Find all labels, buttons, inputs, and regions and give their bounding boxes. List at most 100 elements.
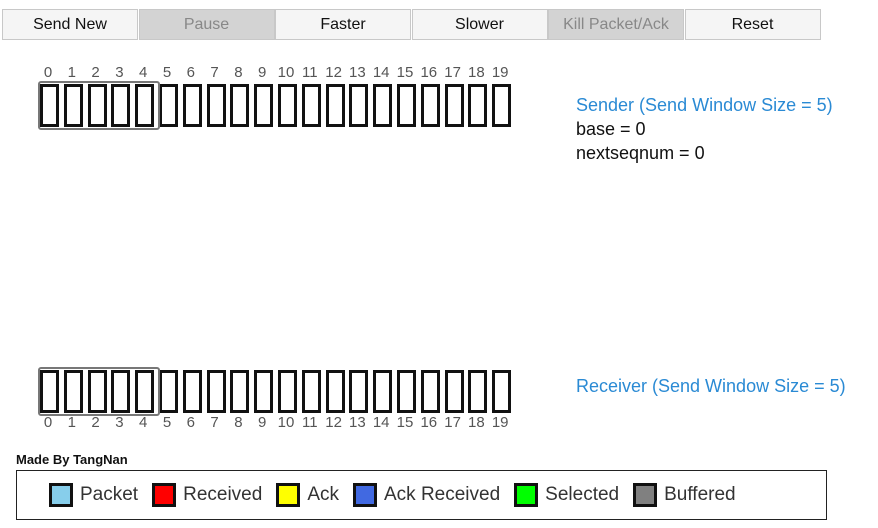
sender-slot[interactable] [159, 84, 178, 127]
receiver-slot[interactable] [278, 370, 297, 413]
sender-slot-number: 18 [468, 64, 485, 81]
sender-slot[interactable] [444, 84, 464, 127]
sender-slot-number: 0 [43, 64, 53, 81]
legend-swatch [152, 483, 177, 507]
receiver-slot[interactable] [159, 370, 178, 413]
legend-label: Ack Received [384, 484, 501, 505]
receiver-window[interactable] [38, 367, 160, 416]
sender-slot[interactable] [325, 84, 345, 127]
receiver-slot-number: 2 [91, 414, 100, 431]
sender-slot-number: 11 [302, 64, 318, 81]
receiver-slot-number: 5 [162, 414, 172, 431]
sender-slot[interactable] [492, 84, 512, 127]
legend-item-packet: Packet [49, 483, 138, 507]
receiver-slot[interactable] [230, 370, 250, 413]
pause-button[interactable]: Pause [138, 9, 275, 40]
sender-nextseqnum: nextseqnum = 0 [576, 143, 705, 163]
sender-slot-number: 17 [444, 64, 461, 81]
legend-swatch [514, 483, 539, 507]
receiver-info: Receiver (Send Window Size = 5) [576, 374, 846, 398]
sender-slot[interactable] [182, 84, 202, 127]
sender-slot[interactable] [373, 84, 393, 127]
sender-slot-number: 7 [210, 64, 219, 81]
sender-slot-number: 1 [67, 64, 76, 81]
legend-swatch [49, 483, 73, 507]
legend-label: Selected [545, 484, 620, 505]
sender-slot[interactable] [40, 84, 59, 127]
sender-slot-number: 4 [139, 64, 148, 81]
receiver-slot[interactable] [254, 370, 274, 413]
receiver-slot[interactable] [325, 370, 345, 413]
sender-slot[interactable] [87, 84, 107, 127]
receiver-slot[interactable] [111, 370, 131, 413]
sender-slot-number: 10 [277, 64, 295, 81]
sender-slot[interactable] [111, 84, 131, 127]
reset-button[interactable]: Reset [684, 9, 821, 40]
receiver-slot-number: 15 [396, 414, 414, 431]
sender-slot-number: 16 [420, 64, 438, 81]
sender-slot[interactable] [206, 84, 226, 127]
legend-item-received: Received [152, 483, 262, 507]
receiver-slot[interactable] [63, 370, 83, 413]
receiver-slot[interactable] [444, 370, 464, 413]
receiver-slot[interactable] [397, 370, 416, 413]
legend-item-ack: Ack [276, 483, 339, 507]
receiver-slot-number: 12 [325, 414, 342, 431]
sender-slot[interactable] [278, 84, 297, 127]
sender-slot-number: 12 [325, 64, 342, 81]
sender-slot-number: 2 [91, 64, 100, 81]
legend-label: Ack [307, 484, 339, 505]
sender-slot[interactable] [301, 84, 321, 127]
receiver-slot[interactable] [135, 370, 155, 413]
receiver-slot-number: 14 [372, 414, 390, 431]
legend: Packet Received Ack Ack Received Selected Buf… [16, 470, 827, 520]
receiver-slot-number: 0 [43, 414, 53, 431]
legend-swatch [353, 483, 377, 507]
sender-slot[interactable] [468, 84, 488, 127]
sender-slot-number: 13 [349, 64, 366, 81]
receiver-slot-number: 16 [420, 414, 438, 431]
receiver-slot-number: 11 [302, 414, 318, 431]
legend-item-buffered: Buffered [633, 483, 736, 507]
sender-slot[interactable] [135, 84, 155, 127]
slower-button[interactable]: Slower [411, 9, 548, 40]
send-new-button[interactable]: Send New [2, 9, 138, 40]
receiver-slot-number: 19 [491, 414, 509, 431]
receiver-slot[interactable] [206, 370, 226, 413]
sender-slot[interactable] [63, 84, 83, 127]
sender-slot[interactable] [230, 84, 250, 127]
sender-slot[interactable] [397, 84, 416, 127]
sender-slot-number: 14 [372, 64, 390, 81]
sender-slot[interactable] [254, 84, 274, 127]
receiver-slot-number: 3 [115, 414, 124, 431]
receiver-slot-number: 1 [67, 414, 76, 431]
sender-slot-number: 5 [162, 64, 172, 81]
receiver-slot[interactable] [182, 370, 202, 413]
receiver-slot-number: 13 [349, 414, 366, 431]
receiver-slot-number: 6 [186, 414, 195, 431]
legend-label: Buffered [664, 484, 736, 505]
sender-slot[interactable] [420, 84, 440, 127]
receiver-title: Receiver (Send Window Size = 5) [576, 376, 846, 396]
sender-window[interactable] [38, 81, 160, 130]
sender-slot-number: 15 [396, 64, 414, 81]
receiver-slot[interactable] [349, 370, 369, 413]
receiver-slot[interactable] [40, 370, 59, 413]
sender-slot-number: 6 [186, 64, 195, 81]
legend-item-selected: Selected [514, 483, 619, 507]
receiver-slot[interactable] [468, 370, 488, 413]
receiver-slot[interactable] [492, 370, 512, 413]
sender-info: Sender (Send Window Size = 5) base = 0 n… [576, 93, 833, 165]
faster-button[interactable]: Faster [275, 9, 411, 40]
receiver-slot[interactable] [420, 370, 440, 413]
receiver-slot-number: 17 [444, 414, 461, 431]
receiver-slot[interactable] [373, 370, 393, 413]
sender-slot-number: 9 [258, 64, 267, 81]
kill-packet-ack-button[interactable]: Kill Packet/Ack [548, 9, 684, 40]
receiver-slot-number: 4 [139, 414, 148, 431]
sender-slot-number: 19 [491, 64, 509, 81]
sender-slot[interactable] [349, 84, 369, 127]
receiver-slot[interactable] [87, 370, 107, 413]
receiver-slot[interactable] [301, 370, 321, 413]
